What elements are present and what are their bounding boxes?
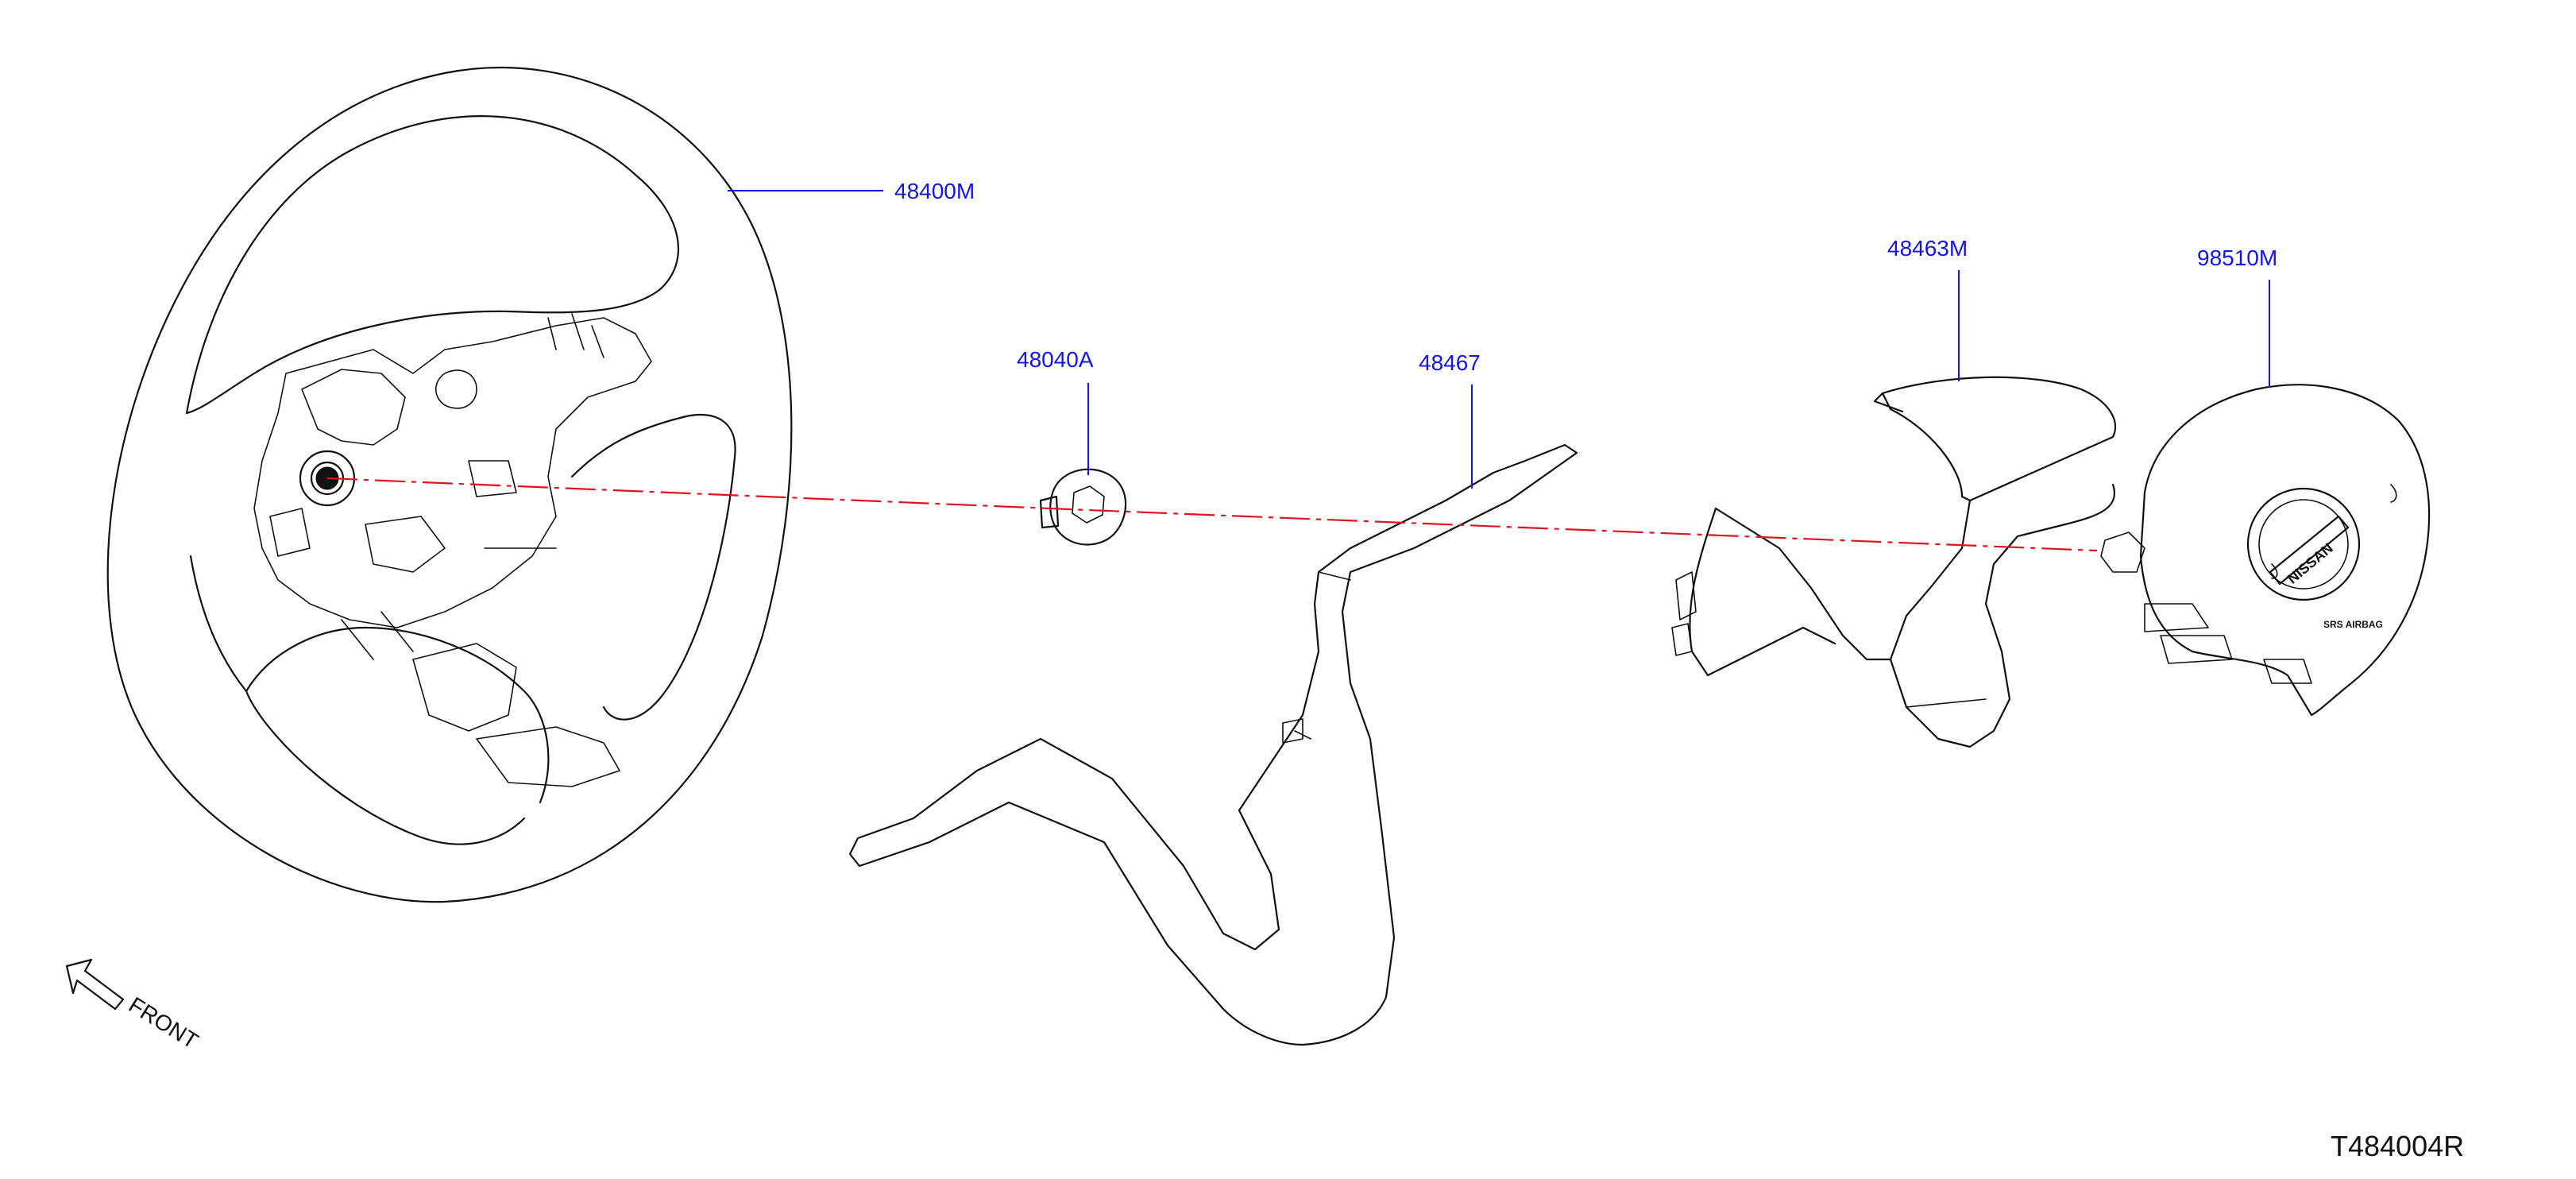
- airbag-module-drawing[interactable]: NISSAN SRS AIRBAG: [2100, 384, 2431, 717]
- front-label: FRONT: [125, 992, 203, 1053]
- bolt-drawing[interactable]: [1039, 468, 1127, 546]
- front-direction-indicator: FRONT: [65, 958, 203, 1053]
- part-label-48040A[interactable]: 48040A: [1017, 347, 1094, 372]
- part-label-48400M[interactable]: 48400M: [894, 179, 975, 203]
- upper-finisher-drawing[interactable]: [1671, 376, 2117, 748]
- assembly-center-line: [326, 477, 2098, 552]
- drawing-code: T484004R: [2331, 1130, 2464, 1162]
- steering-wheel-drawing[interactable]: [106, 67, 793, 903]
- airbag-srs-text: SRS AIRBAG: [2323, 619, 2383, 630]
- part-label-48467[interactable]: 48467: [1419, 350, 1481, 375]
- lower-finisher-drawing[interactable]: [848, 443, 1578, 1046]
- front-arrow-icon: [65, 958, 125, 1011]
- part-label-98510M[interactable]: 98510M: [2197, 245, 2277, 270]
- part-label-48463M[interactable]: 48463M: [1887, 236, 1968, 261]
- airbag-emblem-text: NISSAN: [2284, 540, 2336, 587]
